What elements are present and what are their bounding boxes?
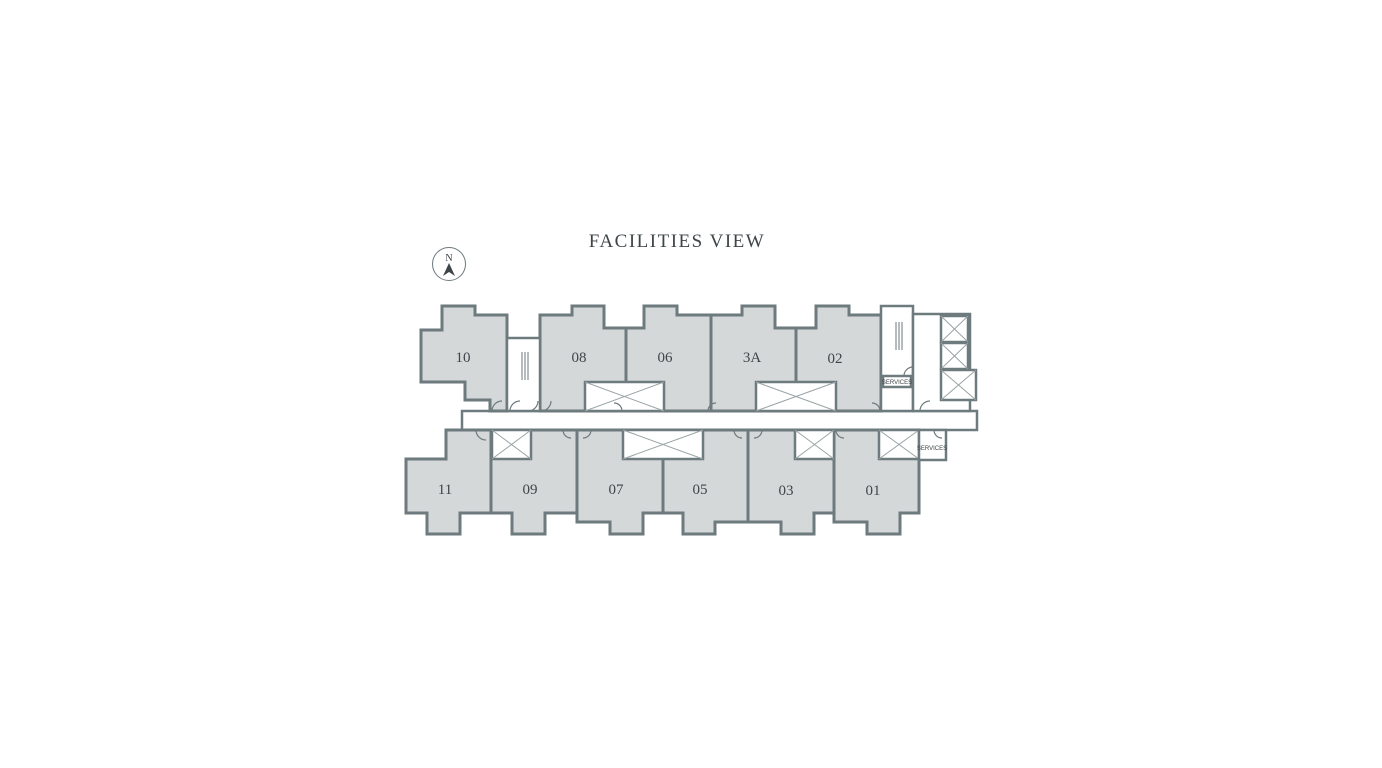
lift-shaft-2 [939, 341, 970, 371]
unit-label-3a: 3A [743, 350, 762, 366]
unit-label-09: 09 [523, 482, 538, 498]
void-upper-2 [754, 380, 838, 413]
unit-label-03: 03 [779, 483, 794, 499]
services-room-lower: SERVICES [917, 428, 948, 462]
lift-shaft-3 [939, 368, 978, 402]
unit-label-05: 05 [693, 482, 708, 498]
svg-text:N: N [445, 253, 452, 264]
services-label-upper: SERVICES [882, 380, 912, 386]
void-lower-2 [621, 428, 705, 461]
unit-label-01: 01 [866, 483, 881, 499]
lift-shaft-1 [939, 314, 970, 344]
stair-core-left [505, 336, 542, 413]
unit-label-06: 06 [658, 350, 674, 366]
void-upper-1 [583, 380, 666, 413]
services-label-lower: SERVICES [917, 446, 947, 452]
north-arrow-icon: N [432, 247, 466, 281]
void-lower-3 [793, 428, 836, 461]
unit-label-11: 11 [438, 482, 452, 498]
corridor [460, 409, 979, 432]
unit-10[interactable] [419, 304, 509, 413]
unit-label-02: 02 [828, 351, 843, 367]
void-lower-4 [877, 428, 921, 461]
unit-label-08: 08 [572, 350, 587, 366]
door-swings [475, 400, 881, 441]
door-swing-core [919, 400, 931, 412]
void-lower-1 [490, 428, 533, 461]
unit-label-07: 07 [609, 482, 625, 498]
page-title: FACILITIES VIEW [588, 231, 766, 252]
unit-label-10: 10 [456, 350, 471, 366]
